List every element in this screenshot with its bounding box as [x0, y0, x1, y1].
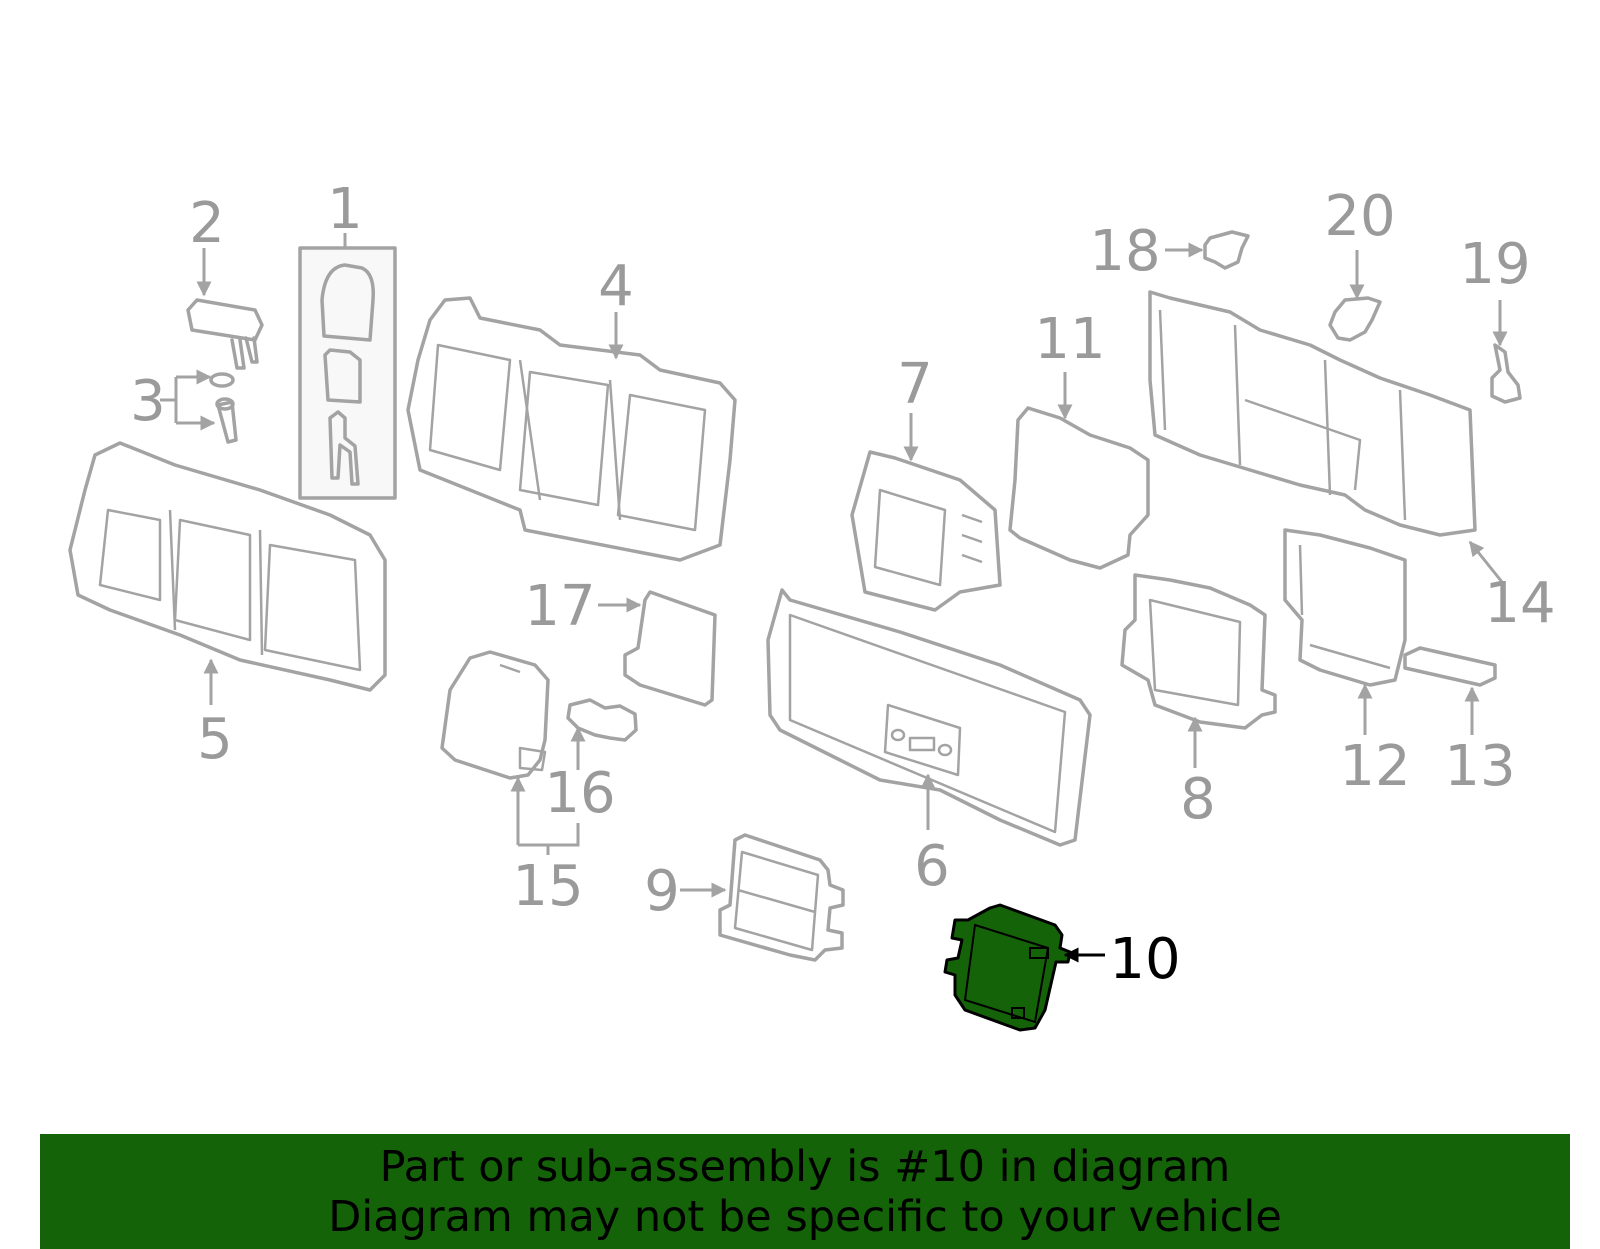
callout-13: 13 [1444, 734, 1515, 799]
part-13-trim[interactable] [1403, 646, 1497, 687]
callout-16: 16 [544, 761, 615, 826]
part-14-back-panel[interactable] [1148, 290, 1477, 537]
part-18-latch[interactable] [1203, 230, 1250, 270]
part-9-module[interactable] [718, 833, 845, 962]
part-17-plate[interactable] [623, 590, 717, 707]
callout-7: 7 [897, 352, 933, 417]
callout-10: 10 [1109, 927, 1180, 992]
callout-17: 17 [524, 574, 595, 639]
callout-1: 1 [327, 177, 363, 242]
part-19-latch[interactable] [1490, 343, 1522, 404]
callout-5: 5 [197, 707, 233, 772]
part-6-lower-panel[interactable] [766, 588, 1092, 847]
info-banner: Part or sub-assembly is #10 in diagram D… [40, 1134, 1570, 1249]
callout-15: 15 [512, 854, 583, 919]
callout-20: 20 [1324, 184, 1395, 249]
part-4-seat-back-frame[interactable] [406, 296, 737, 562]
part-1-headrest-kit[interactable] [298, 246, 397, 500]
banner-line-2: Diagram may not be specific to your vehi… [328, 1191, 1282, 1242]
callout-11: 11 [1034, 307, 1105, 372]
callout-19: 19 [1459, 232, 1530, 297]
part-20-latch[interactable] [1328, 296, 1382, 342]
callout-4: 4 [598, 254, 634, 319]
part-3-fasteners[interactable] [209, 372, 238, 444]
callout-6: 6 [914, 834, 950, 899]
callout-2: 2 [189, 191, 225, 256]
banner-line-1: Part or sub-assembly is #10 in diagram [379, 1141, 1231, 1192]
callout-9: 9 [644, 859, 680, 924]
part-12-panel[interactable] [1283, 528, 1407, 687]
part-8-panel[interactable] [1120, 573, 1277, 730]
part-11-panel[interactable] [1008, 406, 1150, 570]
part-10-control-module[interactable] [943, 903, 1072, 1032]
callout-18: 18 [1089, 219, 1160, 284]
callout-3: 3 [130, 369, 166, 434]
part-16-clip[interactable] [566, 698, 638, 742]
callout-8: 8 [1180, 767, 1216, 832]
callout-12: 12 [1339, 734, 1410, 799]
callout-14: 14 [1484, 571, 1555, 636]
part-5-seat-frame[interactable] [68, 441, 387, 692]
part-15-cover[interactable] [440, 650, 550, 780]
part-2-guide[interactable] [186, 298, 264, 370]
part-7-bracket[interactable] [850, 450, 1002, 612]
